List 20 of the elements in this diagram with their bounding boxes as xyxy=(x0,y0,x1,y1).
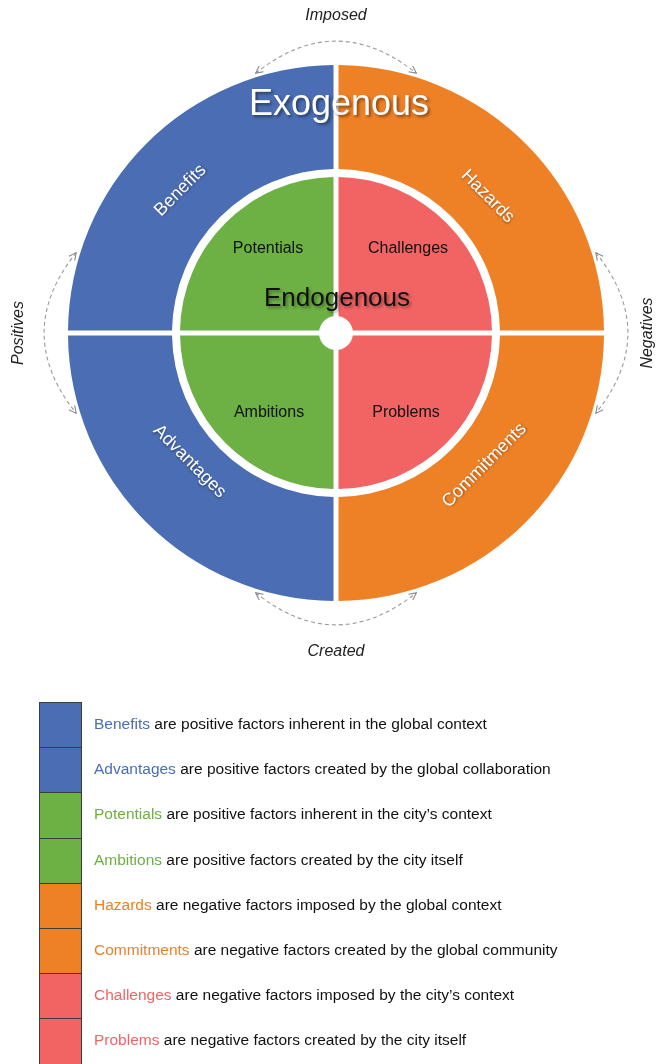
segment-label: Potentials xyxy=(232,239,304,257)
legend-text: Potentials are positive factors inherent in the city’s context xyxy=(94,805,492,824)
edge-label: Positives xyxy=(9,301,27,365)
segment-label: Problems xyxy=(372,403,440,421)
edge-label: Negatives xyxy=(638,297,656,369)
legend-text: Ambitions are positive factors created by the city itself xyxy=(94,850,463,869)
double-arrow xyxy=(43,252,77,414)
edge-label: Imposed xyxy=(305,6,367,24)
legend-text: Benefits are positive factors inherent in the global context xyxy=(94,715,487,733)
legend-text: Problems are negative factors created by the city itself xyxy=(94,1031,467,1050)
segment-label: Challenges xyxy=(367,239,449,257)
legend-text: Challenges are negative factors imposed by the city’s context xyxy=(94,986,515,1005)
edge-label: Created xyxy=(307,642,365,660)
legend-text: Advantages are positive factors created by the global collaboration xyxy=(94,760,551,779)
double-arrow xyxy=(595,252,629,414)
legend-text: Hazards are negative factors imposed by the global context xyxy=(94,895,502,914)
legend-text: Commitments are negative factors created by the global community xyxy=(94,941,558,959)
double-arrow xyxy=(255,592,417,626)
segment-label: Ambitions xyxy=(233,403,305,421)
double-arrow xyxy=(255,40,417,74)
